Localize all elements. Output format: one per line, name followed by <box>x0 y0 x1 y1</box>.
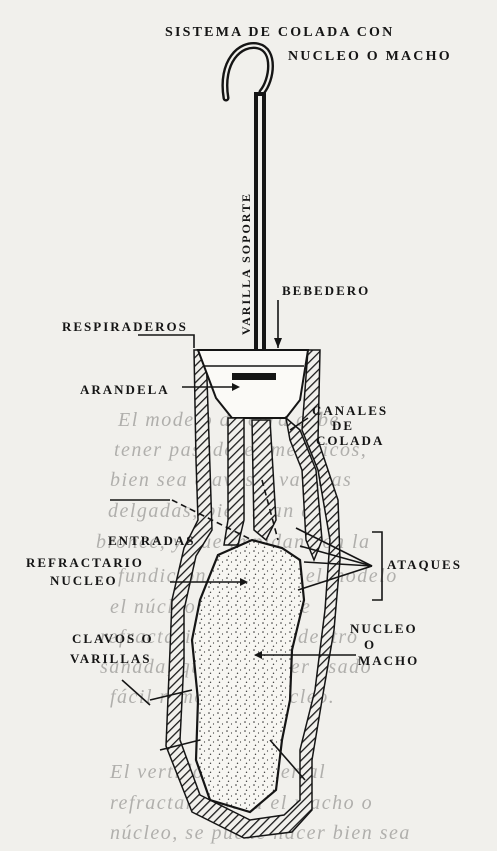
label-respiraderos: RESPIRADEROS <box>62 319 188 334</box>
label-clavos-line2: VARILLAS <box>70 651 152 666</box>
label-bebedero: BEBEDERO <box>282 283 371 298</box>
label-canales-line2: DE <box>332 418 355 433</box>
sprue-channel-right <box>284 416 323 563</box>
leader-lines <box>110 300 383 781</box>
label-entradas: ENTRADAS <box>108 533 196 548</box>
diagram-title-line2: NUCLEO O MACHO <box>288 49 452 64</box>
label-refractario: REFRACTARIO <box>26 555 144 570</box>
pouring-basin <box>196 349 310 419</box>
support-rod <box>221 42 274 412</box>
refractory-core <box>190 538 306 814</box>
label-canales-line3: COLADA <box>316 433 385 448</box>
label-nucleo-left: NUCLEO <box>50 573 118 588</box>
label-nucleo-right: NUCLEO <box>350 621 418 636</box>
label-ataques: ATAQUES <box>387 557 462 572</box>
label-macho: MACHO <box>358 653 420 668</box>
label-clavos-line1: CLAVOS O <box>72 631 154 646</box>
label-canales-line1: CANALES <box>312 403 389 418</box>
sprue-channel-left <box>223 417 245 546</box>
label-arandela: ARANDELA <box>80 382 170 397</box>
label-varilla-soporte: VARILLA SOPORTE <box>239 191 253 335</box>
label-o-connector: O <box>364 637 377 652</box>
arrow-heads <box>232 338 282 659</box>
diagram-title-line1: SISTEMA DE COLADA CON <box>165 25 395 40</box>
washer <box>232 373 276 380</box>
